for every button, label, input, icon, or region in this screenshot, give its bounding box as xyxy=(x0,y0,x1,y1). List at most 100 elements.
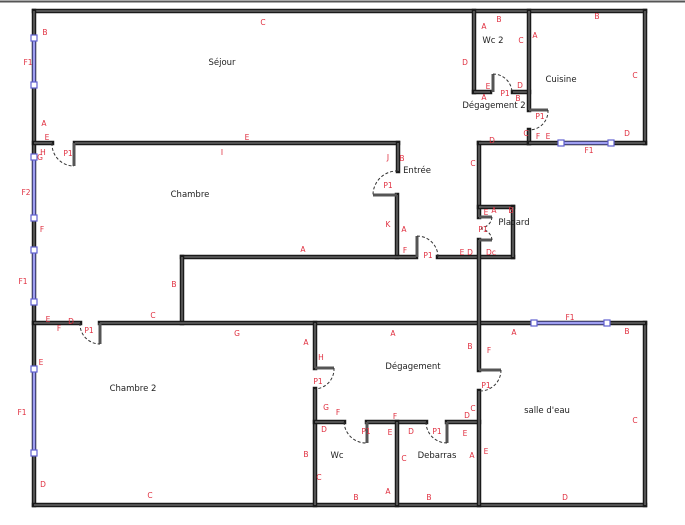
segment-label: A xyxy=(481,22,487,31)
segment-label: C xyxy=(401,454,406,463)
window-frame-end xyxy=(30,365,38,373)
segment-label: F xyxy=(40,225,44,234)
segment-label: C xyxy=(260,18,265,27)
segment-label: F xyxy=(403,246,407,255)
segment-label: H xyxy=(318,353,324,362)
segment-label: A xyxy=(300,245,306,254)
windows xyxy=(30,34,615,457)
segment-label: B xyxy=(426,493,431,502)
door-swing-arc xyxy=(478,369,502,392)
segment-label: P1 xyxy=(361,427,371,436)
segment-label: A xyxy=(469,451,475,460)
segment-label: G xyxy=(323,403,329,412)
segment-label: B xyxy=(353,493,358,502)
segment-label: C xyxy=(632,71,637,80)
segment-label: F xyxy=(536,132,540,141)
segment-label: F1 xyxy=(23,58,32,67)
segment-label: Dc xyxy=(486,248,496,257)
segment-label: B xyxy=(508,206,513,215)
window-frame-end xyxy=(30,298,38,306)
segment-label: B xyxy=(496,15,501,24)
segment-label: A xyxy=(481,93,487,102)
segment-label: F xyxy=(393,412,397,421)
segment-label: H xyxy=(40,148,46,157)
room-name: Séjour xyxy=(208,57,236,68)
door-swing-arc xyxy=(416,235,439,258)
segment-label: G xyxy=(234,329,240,338)
segment-label: E xyxy=(388,428,393,437)
segment-label: E xyxy=(463,429,468,438)
segment-label: E xyxy=(460,248,465,257)
segment-label: D xyxy=(562,493,568,502)
segment-label: D xyxy=(408,427,414,436)
window-frame-end xyxy=(557,139,565,147)
segment-label: E xyxy=(45,133,50,142)
segment-label: D xyxy=(489,136,495,145)
door-swing-arc xyxy=(79,322,101,345)
segment-label: C xyxy=(632,416,637,425)
segment-label: C xyxy=(150,311,155,320)
room-name: Debarras xyxy=(418,451,457,461)
segment-label: D xyxy=(68,317,74,326)
doors xyxy=(51,73,549,444)
segment-label: B xyxy=(42,28,47,37)
segment-label: A xyxy=(511,328,517,337)
window-frame-end xyxy=(30,34,38,42)
segment-label: C xyxy=(470,404,475,413)
segment-label: C xyxy=(316,473,321,482)
segment-label: B xyxy=(515,94,520,103)
segment-label: P1 xyxy=(313,377,323,386)
room-name: Cuisine xyxy=(545,75,576,85)
segment-label: F1 xyxy=(18,277,27,286)
door-swing-arc xyxy=(528,109,549,131)
segment-label: P1 xyxy=(84,326,94,335)
door-swing-arc xyxy=(480,216,493,229)
walls xyxy=(31,8,648,508)
door-swing-arc xyxy=(314,367,335,390)
segment-label: C xyxy=(518,36,523,45)
segment-label: D xyxy=(624,129,630,138)
segment-label: E xyxy=(484,208,489,217)
segment-label: P1 xyxy=(535,112,545,121)
room-name: Dégagement xyxy=(385,361,441,372)
window-frame-end xyxy=(30,214,38,222)
door-swing-arc xyxy=(343,421,368,444)
segment-label: J xyxy=(386,153,389,162)
segment-label: E xyxy=(484,447,489,456)
segment-label: P1 xyxy=(478,225,488,234)
segment-label: A xyxy=(41,119,47,128)
room-name: Wc xyxy=(330,451,343,461)
segment-label: D xyxy=(467,248,473,257)
segment-label: K xyxy=(386,220,392,229)
room-name: salle d'eau xyxy=(524,406,570,416)
segment-label: B xyxy=(399,154,404,163)
segment-label: A xyxy=(532,31,538,40)
room-name: Wc 2 xyxy=(482,36,503,46)
segment-label: C xyxy=(470,159,475,168)
segment-label: F xyxy=(336,408,340,417)
segment-label: B xyxy=(303,450,308,459)
segment-label: P1 xyxy=(383,181,393,190)
window-frame-end xyxy=(30,449,38,457)
segment-label: P1 xyxy=(423,251,433,260)
segment-label: B xyxy=(467,342,472,351)
segment-label: F xyxy=(487,346,491,355)
segment-label: E xyxy=(46,315,51,324)
door-swing-arc xyxy=(480,228,493,241)
segment-label: P1 xyxy=(500,89,510,98)
segment-label: I xyxy=(221,148,223,157)
segment-label: P1 xyxy=(63,149,73,158)
segment-label: D xyxy=(464,411,470,420)
segment-label: D xyxy=(462,58,468,67)
segment-label: D xyxy=(40,480,46,489)
door-swing-arc xyxy=(51,142,75,167)
window-frame-end xyxy=(30,153,38,161)
segment-label: A xyxy=(401,225,407,234)
segment-label: A xyxy=(303,338,309,347)
segment-label: B xyxy=(594,12,599,21)
window-frame-end xyxy=(603,319,611,327)
window-frame-end xyxy=(30,246,38,254)
